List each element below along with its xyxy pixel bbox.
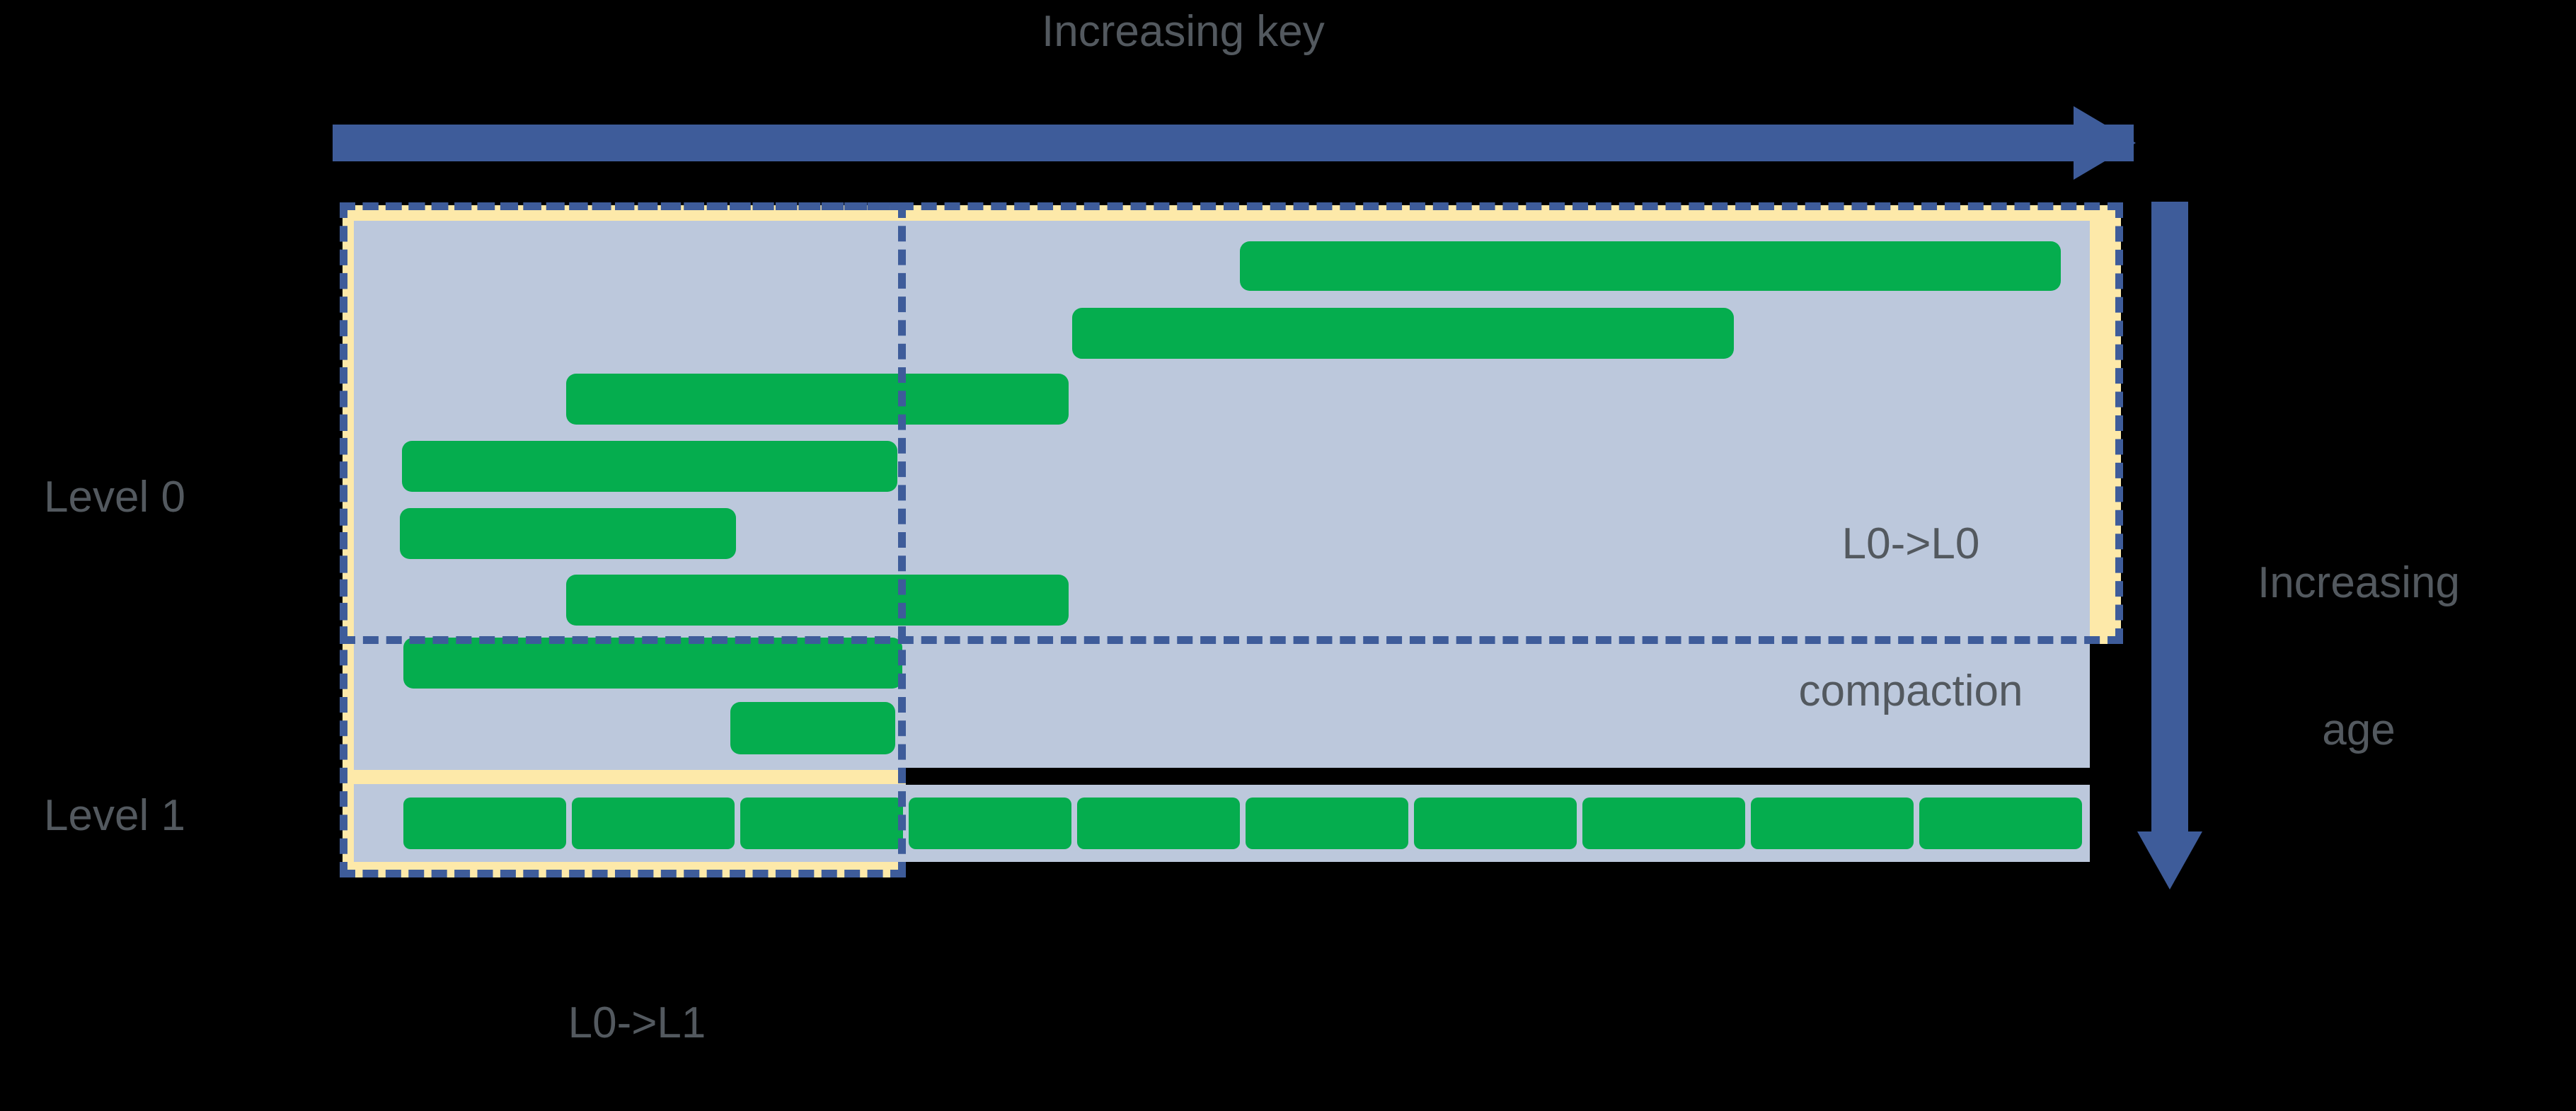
increasing-age-arrow-shaft <box>2151 202 2188 839</box>
level-0-sstable-2 <box>1072 308 1734 359</box>
l0-to-l0-compaction-label-line1: L0->L0 <box>1841 519 1980 568</box>
increasing-key-label: Increasing key <box>1042 7 1325 56</box>
level-1-label: Level 1 <box>44 791 185 840</box>
l0-to-l1-compaction-label-line1: L0->L1 <box>568 998 706 1047</box>
level-0-sstable-1 <box>1240 241 2061 291</box>
level-0-sstable-3 <box>566 374 1069 425</box>
level-0-sstable-7 <box>403 638 902 689</box>
level-1-sstable-8 <box>1582 798 1745 849</box>
level-divider-line <box>906 768 2092 785</box>
increasing-age-arrow-head <box>2137 831 2202 890</box>
level-1-sstable-4 <box>909 798 1071 849</box>
increasing-key-arrow-head <box>2074 106 2136 180</box>
level-0-sstable-8 <box>730 702 895 754</box>
increasing-key-arrow-shaft <box>333 125 2134 161</box>
l0-to-l0-compaction-label: L0->L0 compaction <box>1734 421 2088 814</box>
l0-to-l1-compaction-label: L0->L1 compaction <box>418 900 856 1111</box>
level-0-sstable-5 <box>400 508 736 559</box>
level-0-sstable-4 <box>402 441 897 492</box>
increasing-age-label-line1: Increasing <box>2257 558 2461 607</box>
level-1-sstable-7 <box>1414 798 1577 849</box>
increasing-age-label: Increasing age <box>2214 460 2504 853</box>
level-1-sstable-2 <box>572 798 735 849</box>
level-1-sstable-3 <box>740 798 903 849</box>
increasing-age-label-line2: age <box>2322 706 2396 755</box>
level-1-sstable-5 <box>1077 798 1240 849</box>
level-0-sstable-6 <box>566 575 1069 626</box>
l0-to-l0-compaction-label-line2: compaction <box>1798 667 2023 716</box>
level-1-sstable-6 <box>1246 798 1408 849</box>
level-0-label: Level 0 <box>44 473 185 522</box>
l0-to-l1-compaction-selection-outline <box>340 202 906 877</box>
level-1-sstable-1 <box>403 798 566 849</box>
level-1-sstable-9 <box>1751 798 1914 849</box>
level-1-sstable-10 <box>1919 798 2082 849</box>
